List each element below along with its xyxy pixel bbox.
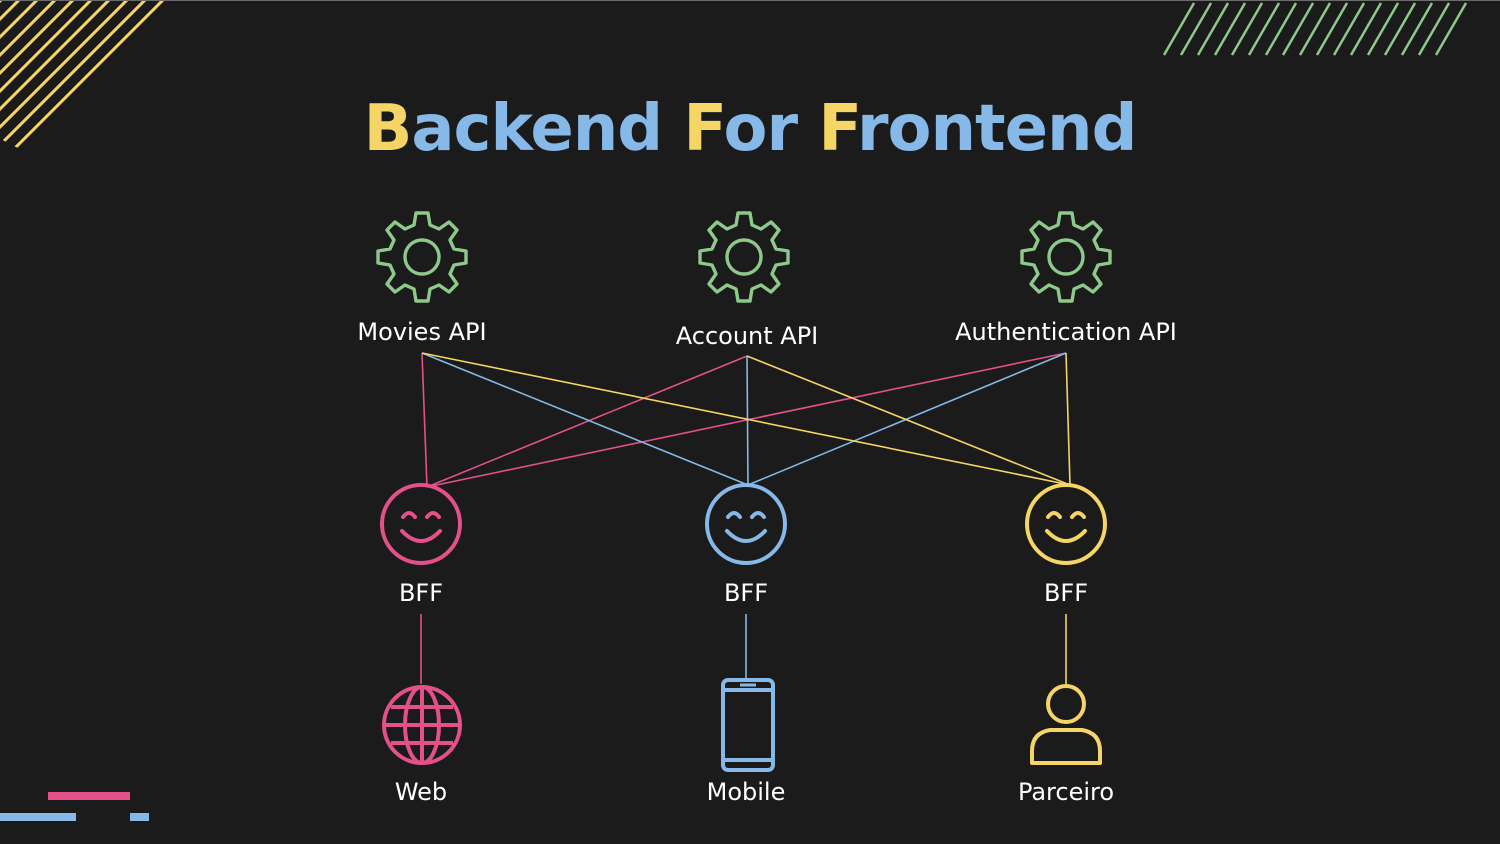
- title-segment: ackend: [411, 92, 684, 166]
- globe-icon: [382, 685, 462, 765]
- line-bff-mobile-auth-api: [747, 352, 1067, 486]
- smiley-face-icon: [380, 483, 462, 565]
- title-segment: rontend: [856, 92, 1137, 166]
- client-label-mobile: Mobile: [706, 778, 786, 806]
- line-bff-mobile-movies-api: [421, 352, 749, 486]
- client-label-partner: Parceiro: [1017, 778, 1115, 806]
- line-bff-web-movies-api: [421, 352, 428, 488]
- api-label-account: Account API: [675, 322, 819, 350]
- client-label-web: Web: [394, 778, 448, 806]
- title-segment: or: [723, 92, 819, 166]
- title-segment: F: [683, 92, 724, 166]
- line-bff-partner-auth-api: [1065, 352, 1071, 486]
- bff-label-partner: BFF: [1043, 579, 1089, 607]
- api-label-movies: Movies API: [357, 318, 487, 346]
- line-bff-mobile-account-api: [746, 355, 749, 486]
- bff-label-web: BFF: [398, 579, 444, 607]
- gear-icon: [1020, 211, 1112, 303]
- mobile-phone-icon: [721, 678, 775, 772]
- line-bff-partner-movies-api: [421, 352, 1071, 486]
- api-label-authentication: Authentication API: [955, 318, 1177, 346]
- person-icon: [1030, 684, 1102, 765]
- gear-icon: [376, 211, 468, 303]
- smiley-face-icon: [1025, 483, 1107, 565]
- line-bff-web-auth-api: [426, 352, 1067, 488]
- line-bff-web-account-api: [426, 355, 748, 488]
- green-stripes-decoration: [1162, 2, 1468, 56]
- striped-circle-decoration: [0, 1, 174, 157]
- title-segment: B: [363, 92, 413, 166]
- line-bff-partner-account-api: [746, 355, 1071, 486]
- title-segment: F: [818, 92, 858, 166]
- page-title: Backend For Frontend: [0, 89, 1500, 169]
- gear-icon: [698, 211, 790, 303]
- color-bars-decoration: [0, 792, 149, 821]
- bff-label-mobile: BFF: [723, 579, 769, 607]
- smiley-face-icon: [705, 483, 787, 565]
